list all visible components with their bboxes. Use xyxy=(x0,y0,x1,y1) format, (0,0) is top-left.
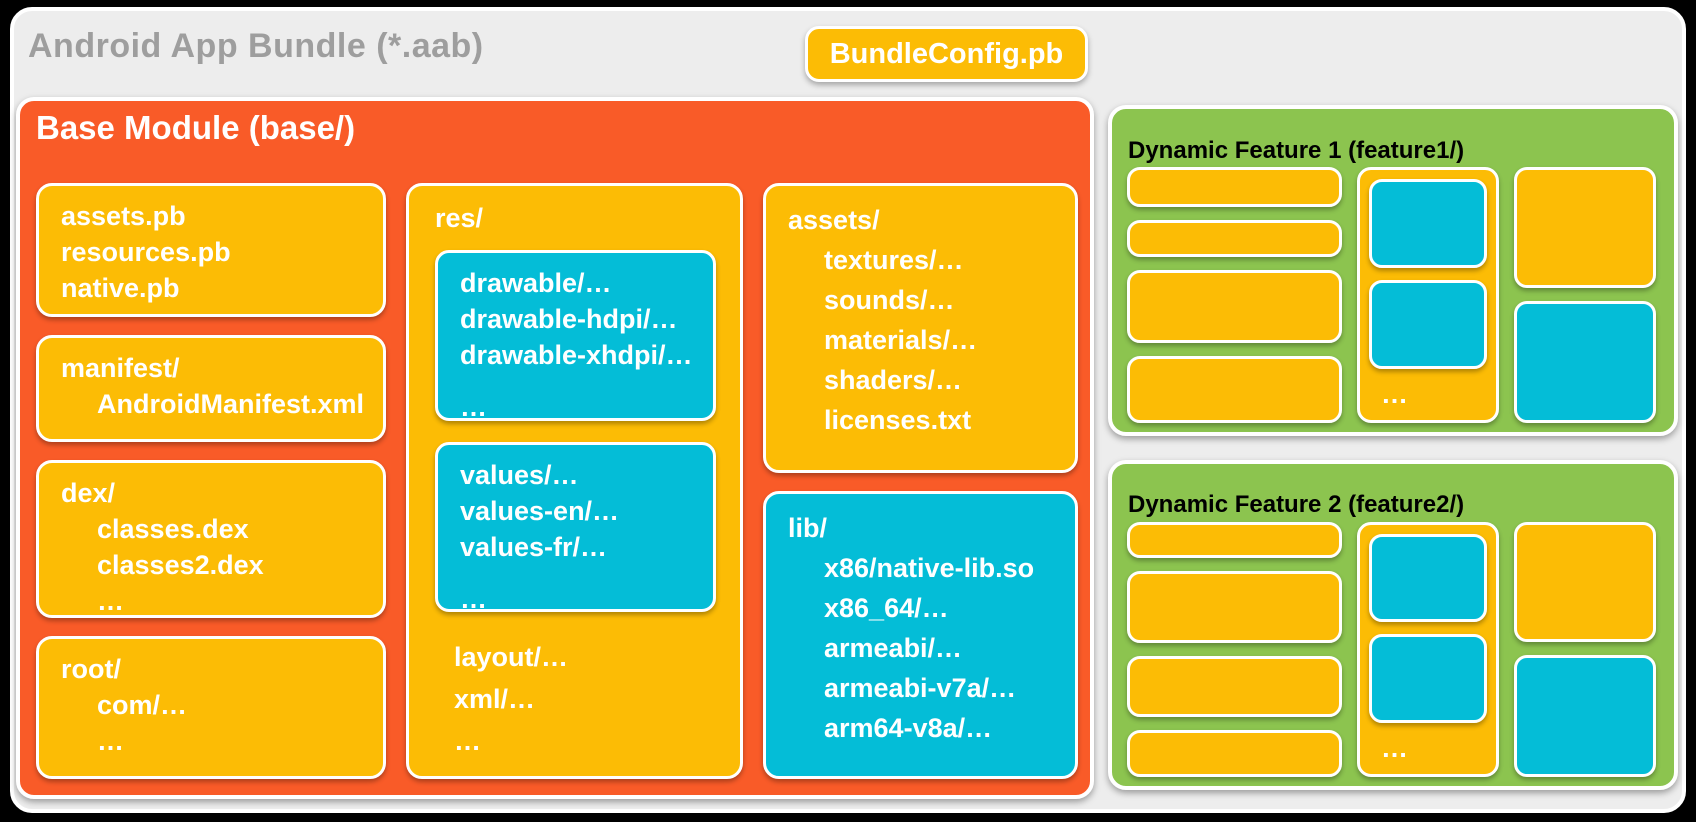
ellipsis-label: … xyxy=(97,586,124,617)
base-module-columns: assets.pb resources.pb native.pb manifes… xyxy=(36,183,1078,780)
lib-box: lib/ x86/native-lib.so x86_64/… armeabi/… xyxy=(763,491,1078,779)
feature-box-amber xyxy=(1127,356,1342,423)
dir-label: root/ xyxy=(61,653,121,684)
file-label: AndroidManifest.xml xyxy=(97,388,365,419)
dir-label: shaders/… xyxy=(824,365,963,395)
ellipsis-label: … xyxy=(1381,733,1408,763)
file-label: assets.pb xyxy=(61,201,186,231)
ellipsis-label: … xyxy=(454,726,481,756)
dir-label: armeabi/… xyxy=(824,633,963,664)
feature-box-amber xyxy=(1514,521,1656,643)
base-column-1: assets.pb resources.pb native.pb manifes… xyxy=(36,183,386,780)
feature1-col-left xyxy=(1127,167,1342,423)
feature2-col-right xyxy=(1514,521,1656,777)
file-label: native.pb xyxy=(61,273,180,303)
base-column-3: assets/ textures/… sounds/… materials/… … xyxy=(763,183,1078,779)
feature2-col-middle: … xyxy=(1357,521,1499,777)
file-label: classes2.dex xyxy=(97,550,264,581)
feature-box-amber xyxy=(1127,269,1342,344)
base-column-2: res/ drawable/… drawable-hdpi/… drawable… xyxy=(406,183,743,779)
dir-label: com/… xyxy=(97,689,188,720)
feature2-col-left xyxy=(1127,521,1342,777)
feature-subgroup-box: … xyxy=(1357,167,1499,423)
file-label: licenses.txt xyxy=(824,405,972,435)
values-box: values/… values-en/… values-fr/… … xyxy=(435,441,716,612)
feature2-title: Dynamic Feature 2 (feature2/) xyxy=(1128,491,1465,519)
bundle-config-badge: BundleConfig.pb xyxy=(805,26,1088,82)
ellipsis-label: … xyxy=(460,392,487,421)
bundle-title: Android App Bundle (*.aab) xyxy=(28,27,484,65)
dir-label: res/ xyxy=(435,203,484,233)
dir-label: values/… xyxy=(460,459,579,490)
dex-box: dex/ classes.dex classes2.dex … xyxy=(36,460,386,618)
file-label: x86/native-lib.so xyxy=(824,553,1035,584)
feature-subgroup-box: … xyxy=(1357,521,1499,777)
feature-box-amber xyxy=(1514,167,1656,288)
file-label: classes.dex xyxy=(97,514,249,545)
ellipsis-label: … xyxy=(1381,378,1408,409)
feature-box-amber xyxy=(1127,521,1342,558)
dir-label: x86_64/… xyxy=(824,593,949,624)
feature1-panel: Dynamic Feature 1 (feature1/) … xyxy=(1108,105,1678,436)
dir-label: xml/… xyxy=(454,684,536,714)
feature-box-amber xyxy=(1127,220,1342,257)
base-module-panel: Base Module (base/) assets.pb resources.… xyxy=(16,97,1094,799)
manifest-box: manifest/ AndroidManifest.xml xyxy=(36,334,386,443)
feature1-blocks: … xyxy=(1127,167,1656,423)
base-module-title: Base Module (base/) xyxy=(36,109,356,146)
feature-box-cyan xyxy=(1369,533,1487,623)
feature2-panel: Dynamic Feature 2 (feature2/) … xyxy=(1108,459,1678,790)
feature-box-cyan xyxy=(1369,179,1487,268)
feature2-blocks: … xyxy=(1127,521,1656,777)
dir-label: manifest/ xyxy=(61,352,180,383)
feature-box-amber xyxy=(1127,730,1342,777)
dir-label: armeabi-v7a/… xyxy=(824,673,1017,704)
feature1-title: Dynamic Feature 1 (feature1/) xyxy=(1128,136,1465,164)
dir-label: layout/… xyxy=(454,642,569,672)
feature-box-cyan xyxy=(1514,655,1656,777)
feature1-col-middle: … xyxy=(1357,167,1499,423)
dir-label: drawable-xhdpi/… xyxy=(460,340,693,370)
proto-files-box: assets.pb resources.pb native.pb xyxy=(36,183,386,317)
feature-box-cyan xyxy=(1369,634,1487,723)
feature-box-amber xyxy=(1127,167,1342,208)
dir-label: values-fr/… xyxy=(460,531,608,562)
assets-box: assets/ textures/… sounds/… materials/… … xyxy=(763,183,1078,474)
dynamic-features-column: Dynamic Feature 1 (feature1/) … xyxy=(1108,105,1678,790)
ellipsis-label: … xyxy=(460,583,487,612)
res-box: res/ drawable/… drawable-hdpi/… drawable… xyxy=(406,183,743,779)
dir-label: drawable-hdpi/… xyxy=(460,304,678,334)
feature1-col-right xyxy=(1514,167,1656,423)
feature-box-cyan xyxy=(1369,279,1487,369)
feature-box-amber xyxy=(1127,570,1342,643)
dir-label: assets/ xyxy=(788,205,880,235)
dir-label: dex/ xyxy=(61,478,116,509)
ellipsis-label: … xyxy=(97,725,124,756)
drawable-box: drawable/… drawable-hdpi/… drawable-xhdp… xyxy=(435,250,716,421)
dir-label: values-en/… xyxy=(460,495,620,526)
feature-box-amber xyxy=(1127,655,1342,718)
dir-label: drawable/… xyxy=(460,268,612,298)
feature-box-cyan xyxy=(1514,300,1656,423)
dir-label: sounds/… xyxy=(824,285,955,315)
dir-label: materials/… xyxy=(824,325,978,355)
dir-label: arm64-v8a/… xyxy=(824,713,993,744)
bundle-container: Android App Bundle (*.aab) BundleConfig.… xyxy=(10,7,1686,813)
file-label: resources.pb xyxy=(61,237,231,267)
res-extra-dirs: layout/… xml/… … xyxy=(454,636,716,762)
dir-label: textures/… xyxy=(824,245,964,275)
dir-label: lib/ xyxy=(788,513,827,544)
root-box: root/ com/… … xyxy=(36,635,386,780)
